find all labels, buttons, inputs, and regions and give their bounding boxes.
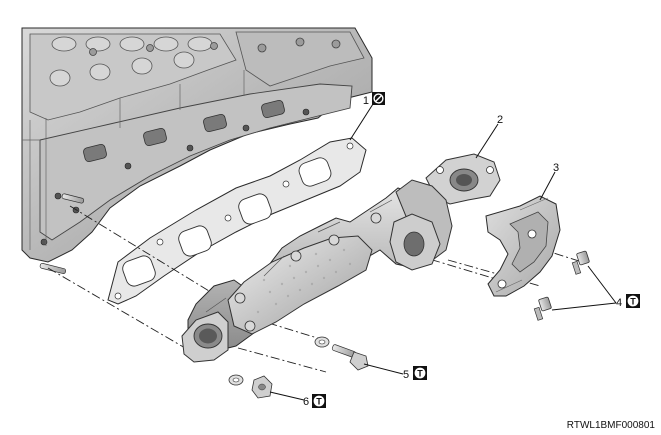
- heat-shield: [485, 195, 561, 297]
- exhaust-manifold-gasket: [107, 137, 367, 305]
- callout-number: 6: [303, 396, 309, 408]
- heat-shield-bolt-lower: [533, 296, 552, 321]
- torque-icon: T: [413, 366, 427, 380]
- manifold-stud-bolt: [314, 336, 369, 371]
- cylinder-head: [21, 27, 373, 274]
- callout-number: 5: [403, 369, 409, 381]
- callout-2: 2: [497, 114, 503, 126]
- callout-number: 4: [616, 297, 622, 309]
- leader-lines: [269, 103, 617, 401]
- torque-icon-letter: T: [630, 297, 636, 307]
- callout-number: 3: [553, 162, 559, 174]
- callout-6: 6 T: [303, 394, 326, 408]
- callout-number: 2: [497, 114, 503, 126]
- callout-3: 3: [553, 162, 559, 174]
- no-reuse-icon: [372, 92, 385, 105]
- callout-4: 4 T: [616, 294, 640, 309]
- manifold-nut: [228, 374, 273, 399]
- callout-number: 1: [363, 95, 369, 107]
- document-code: RTWL1BMF000801: [567, 420, 656, 431]
- callout-1: 1: [363, 92, 385, 107]
- exhaust-manifold: [181, 153, 501, 363]
- torque-icon-letter: T: [417, 369, 423, 379]
- torque-icon-letter: T: [316, 397, 322, 407]
- heat-shield-bolt-upper: [571, 250, 590, 275]
- callout-5: 5 T: [403, 366, 427, 381]
- torque-icon: T: [626, 294, 640, 308]
- torque-icon: T: [312, 394, 326, 408]
